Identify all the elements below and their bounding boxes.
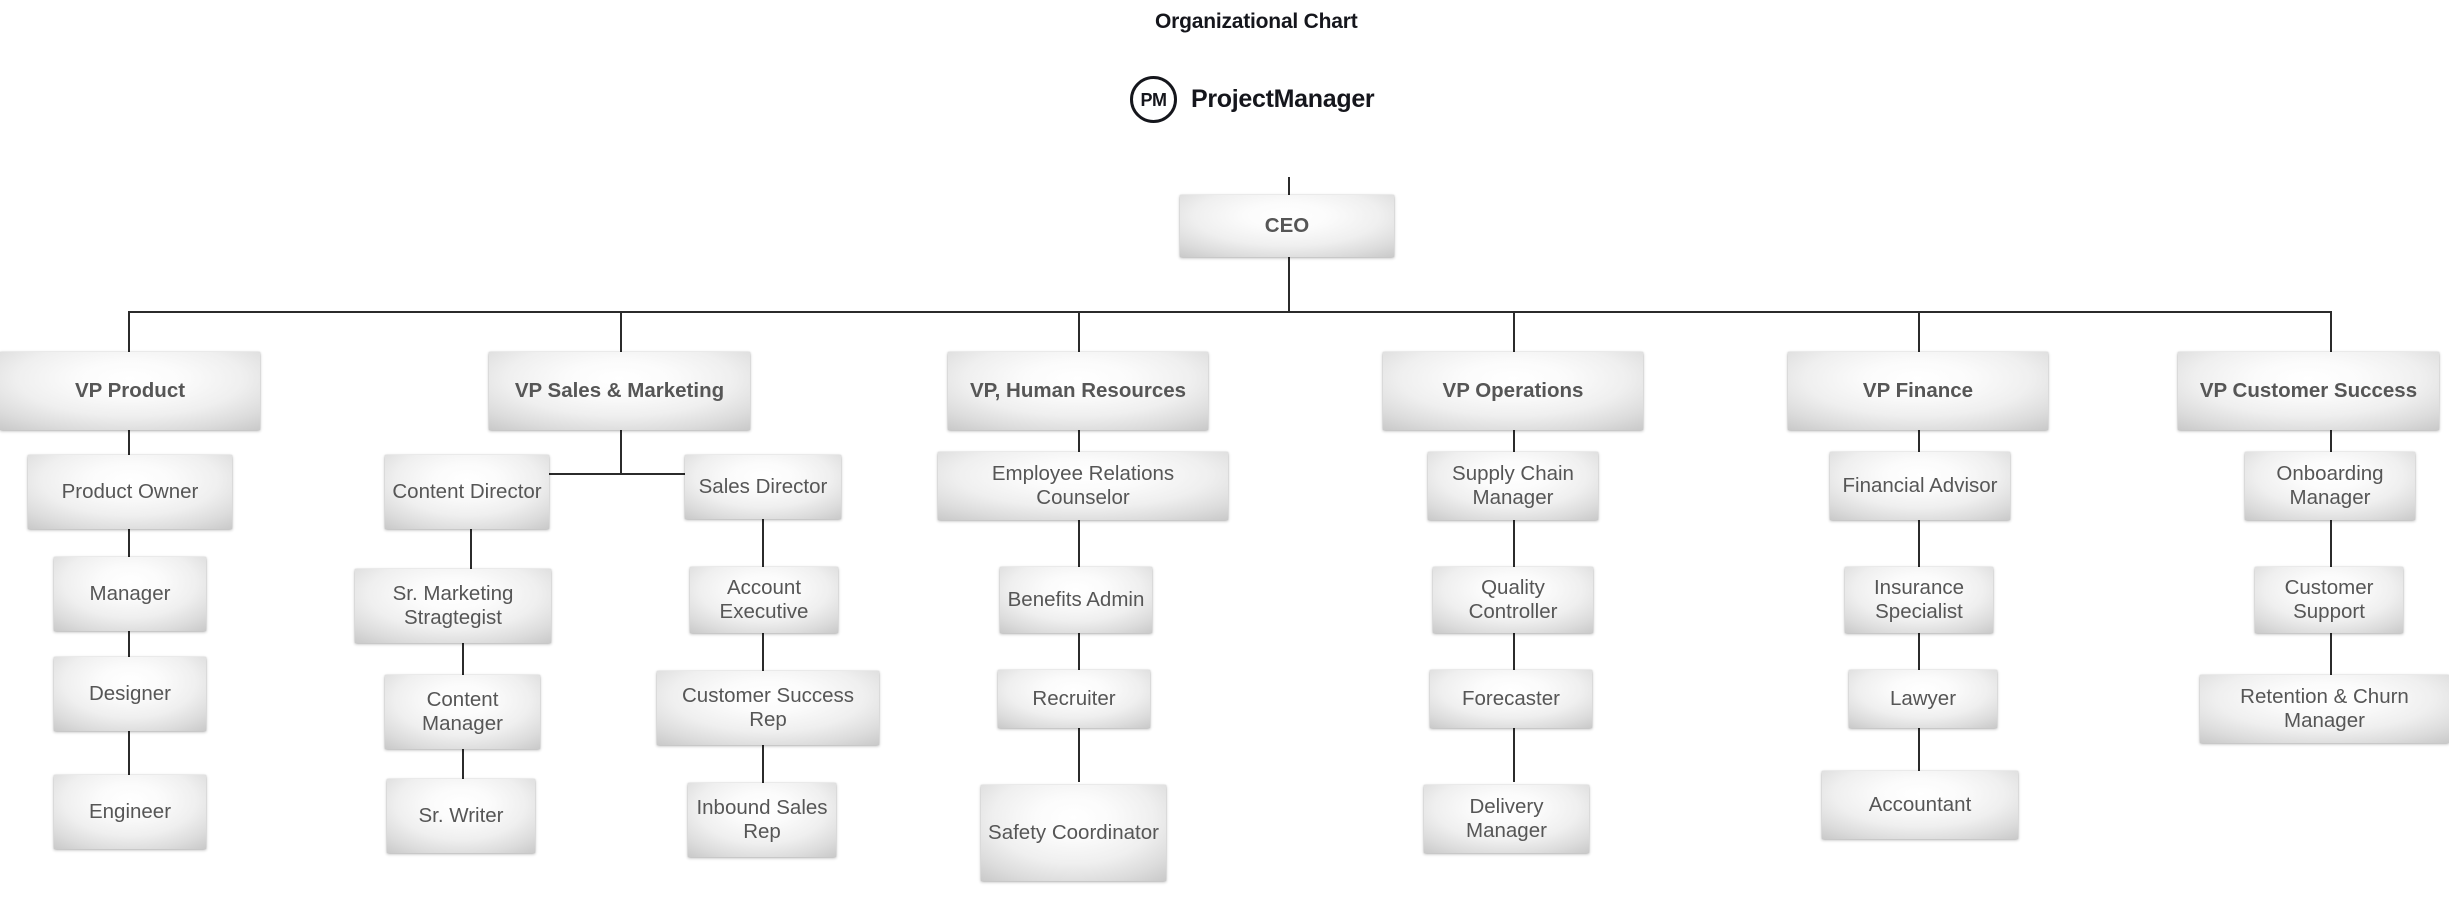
node-onboarding-manager[interactable]: Onboarding Manager xyxy=(2245,452,2415,520)
connector-sales-split-bar xyxy=(467,473,687,475)
connector-supply-chain-to-quality xyxy=(1513,518,1515,568)
node-inbound-sales-rep[interactable]: Inbound Sales Rep xyxy=(688,783,836,857)
connector-forecaster-to-delivery xyxy=(1513,726,1515,782)
connector-recruiter-to-safety xyxy=(1078,726,1080,782)
node-sr-writer[interactable]: Sr. Writer xyxy=(387,779,535,853)
connector-vp-product-to-product-owner xyxy=(128,430,130,456)
node-ceo[interactable]: CEO xyxy=(1180,195,1394,257)
connector-lawyer-to-accountant xyxy=(1918,726,1920,772)
connector-product-owner-to-manager xyxy=(128,528,130,558)
node-accountant[interactable]: Accountant xyxy=(1822,771,2018,839)
connector-manager-to-designer xyxy=(128,630,130,658)
node-vp-customer-success[interactable]: VP Customer Success xyxy=(2178,352,2439,430)
node-sales-director[interactable]: Sales Director xyxy=(685,455,841,519)
node-benefits-admin[interactable]: Benefits Admin xyxy=(1000,567,1152,633)
node-product-manager[interactable]: Manager xyxy=(54,557,206,631)
node-customer-success-rep[interactable]: Customer Success Rep xyxy=(657,671,879,745)
connector-bus-to-vp-product xyxy=(128,311,130,352)
connector-bus-to-vp-sales xyxy=(620,311,622,352)
node-product-designer[interactable]: Designer xyxy=(54,657,206,731)
node-content-manager[interactable]: Content Manager xyxy=(385,675,540,749)
node-vp-operations[interactable]: VP Operations xyxy=(1383,352,1643,430)
brand-logo: PM ProjectManager xyxy=(1130,76,1375,123)
node-forecaster[interactable]: Forecaster xyxy=(1430,670,1592,728)
node-recruiter[interactable]: Recruiter xyxy=(998,670,1150,728)
node-vp-product[interactable]: VP Product xyxy=(0,352,260,430)
node-lawyer[interactable]: Lawyer xyxy=(1849,670,1997,728)
connector-csr-to-inbound-sales-rep xyxy=(762,742,764,784)
node-financial-advisor[interactable]: Financial Advisor xyxy=(1830,452,2010,520)
connector-vp-finance-to-financial-advisor xyxy=(1918,430,1920,454)
connector-account-executive-to-csr xyxy=(762,630,764,672)
connector-content-manager-to-sr-writer xyxy=(462,740,464,780)
node-account-executive[interactable]: Account Executive xyxy=(690,567,838,633)
page-title: Organizational Chart xyxy=(1155,10,1358,33)
connector-quality-to-forecaster xyxy=(1513,630,1515,672)
connector-vp-cs-to-onboarding xyxy=(2330,430,2332,454)
node-quality-controller[interactable]: Quality Controller xyxy=(1433,567,1593,633)
node-vp-finance[interactable]: VP Finance xyxy=(1788,352,2048,430)
connector-sr-marketing-to-content-manager xyxy=(462,634,464,676)
node-employee-relations-counselor[interactable]: Employee Relations Counselor xyxy=(938,452,1228,520)
node-vp-sales[interactable]: VP Sales & Marketing xyxy=(489,352,750,430)
connector-vp-hr-to-employee-relations xyxy=(1078,430,1080,454)
connector-bus-to-vp-ops xyxy=(1513,311,1515,352)
connector-bus-to-vp-finance xyxy=(1918,311,1920,352)
node-retention-churn-manager[interactable]: Retention & Churn Manager xyxy=(2200,675,2449,743)
node-supply-chain-manager[interactable]: Supply Chain Manager xyxy=(1428,452,1598,520)
node-insurance-specialist[interactable]: Insurance Specialist xyxy=(1845,567,1993,633)
connector-vp-sales-stem xyxy=(620,430,622,474)
node-product-engineer[interactable]: Engineer xyxy=(54,775,206,849)
connector-employee-relations-to-benefits xyxy=(1078,518,1080,568)
connector-vp-bus xyxy=(128,311,2330,313)
node-safety-coordinator[interactable]: Safety Coordinator xyxy=(981,785,1166,881)
node-sr-marketing-strategist[interactable]: Sr. Marketing Stragtegist xyxy=(355,569,551,643)
connector-financial-advisor-to-insurance xyxy=(1918,518,1920,568)
node-vp-hr[interactable]: VP, Human Resources xyxy=(948,352,1208,430)
brand-initials: PM xyxy=(1140,89,1168,110)
connector-customer-support-to-retention xyxy=(2330,630,2332,676)
node-customer-support[interactable]: Customer Support xyxy=(2255,567,2403,633)
connector-bus-to-vp-cs xyxy=(2330,311,2332,352)
node-delivery-manager[interactable]: Delivery Manager xyxy=(1424,785,1589,853)
connector-vp-ops-to-supply-chain xyxy=(1513,430,1515,454)
connector-bus-to-vp-hr xyxy=(1078,311,1080,352)
projectmanager-circle-icon: PM xyxy=(1130,76,1177,123)
node-product-owner[interactable]: Product Owner xyxy=(28,455,232,529)
connector-sales-director-to-account-executive xyxy=(762,518,764,568)
node-content-director[interactable]: Content Director xyxy=(385,455,549,529)
connector-content-director-to-sr-marketing xyxy=(470,520,472,570)
connector-benefits-to-recruiter xyxy=(1078,630,1080,672)
brand-name: ProjectManager xyxy=(1191,85,1375,113)
connector-onboarding-to-customer-support xyxy=(2330,518,2332,568)
connector-insurance-to-lawyer xyxy=(1918,630,1920,672)
connector-designer-to-engineer xyxy=(128,700,130,776)
